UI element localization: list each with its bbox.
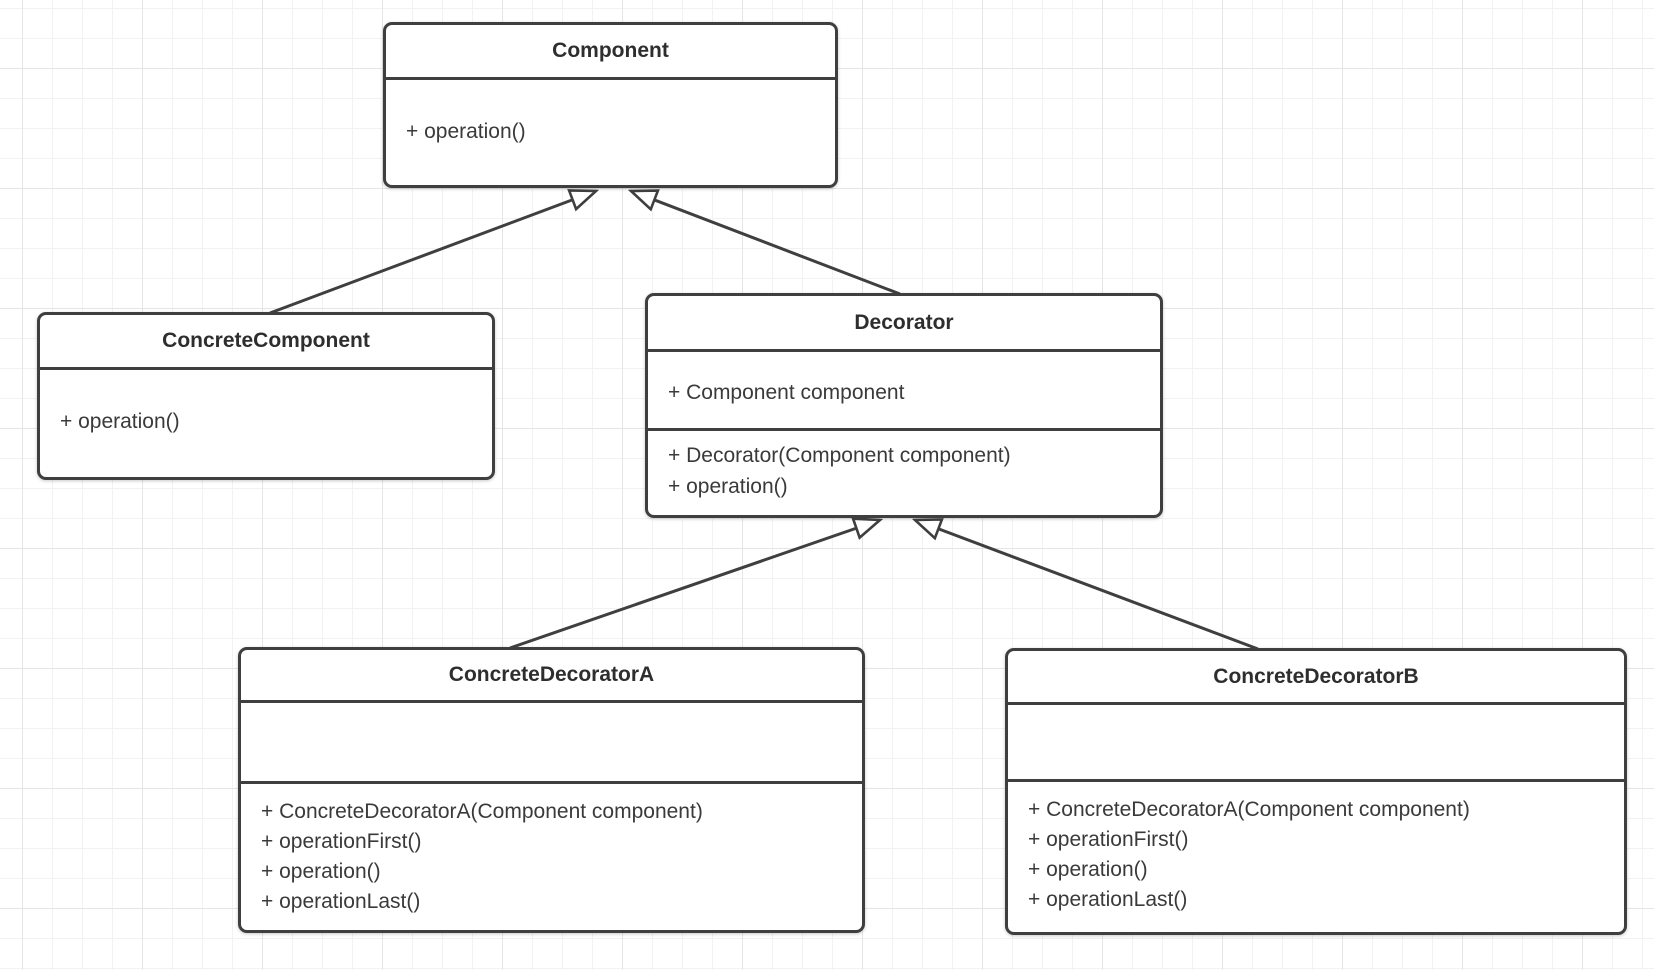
method: + Decorator(Component component) bbox=[668, 444, 1011, 467]
attributes-section bbox=[1008, 705, 1624, 782]
method: + operationLast() bbox=[1028, 888, 1188, 911]
generalization-concretecomponent-to-component[interactable] bbox=[269, 191, 596, 315]
class-title: Decorator bbox=[648, 296, 1160, 352]
method: + operationLast() bbox=[261, 890, 421, 913]
class-title: ConcreteDecoratorB bbox=[1008, 651, 1624, 705]
method: + operationFirst() bbox=[261, 830, 422, 853]
attributes-section: + Component component bbox=[648, 352, 1160, 431]
method: + operation() bbox=[406, 120, 526, 143]
methods-section: + ConcreteDecoratorA(Component component… bbox=[1008, 782, 1624, 915]
class-title: ConcreteDecoratorA bbox=[241, 650, 862, 703]
class-box-concretecomponent[interactable]: ConcreteComponent + operation() bbox=[37, 312, 495, 480]
method: + ConcreteDecoratorA(Component component… bbox=[261, 800, 703, 823]
attributes-section bbox=[241, 703, 862, 784]
method: + operation() bbox=[1028, 858, 1148, 881]
method: + operation() bbox=[668, 475, 788, 498]
methods-section: + operation() bbox=[386, 80, 835, 147]
generalization-concretedecoratora-to-decorator[interactable] bbox=[509, 520, 880, 650]
method: + operation() bbox=[60, 410, 180, 433]
generalization-concretedecoratorb-to-decorator[interactable] bbox=[915, 520, 1259, 651]
method: + operationFirst() bbox=[1028, 828, 1189, 851]
generalization-decorator-to-component[interactable] bbox=[631, 191, 901, 296]
method: + operation() bbox=[261, 860, 381, 883]
attribute: + Component component bbox=[668, 381, 905, 404]
class-title: Component bbox=[386, 25, 835, 80]
class-box-concretedecoratorb[interactable]: ConcreteDecoratorB + ConcreteDecoratorA(… bbox=[1005, 648, 1627, 935]
class-title: ConcreteComponent bbox=[40, 315, 492, 370]
methods-section: + Decorator(Component component) + opera… bbox=[648, 431, 1160, 502]
methods-section: + operation() bbox=[40, 370, 492, 437]
class-box-component[interactable]: Component + operation() bbox=[383, 22, 838, 188]
method: + ConcreteDecoratorA(Component component… bbox=[1028, 798, 1470, 821]
methods-section: + ConcreteDecoratorA(Component component… bbox=[241, 784, 862, 917]
class-box-concretedecoratora[interactable]: ConcreteDecoratorA + ConcreteDecoratorA(… bbox=[238, 647, 865, 933]
class-box-decorator[interactable]: Decorator + Component component + Decora… bbox=[645, 293, 1163, 518]
